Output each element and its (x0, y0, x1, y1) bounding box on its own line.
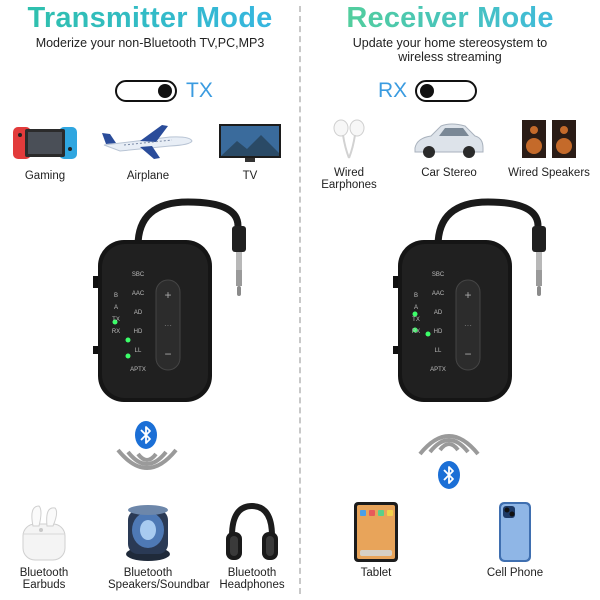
wired-speakers-icon (522, 120, 576, 158)
device-label: LL (434, 348, 442, 354)
svg-text:+: + (164, 288, 171, 302)
transmitter-title: Transmitter Mode (0, 2, 300, 35)
speaker-target: Bluetooth Speakers/Soundbar (108, 500, 210, 591)
svg-text:+: + (464, 288, 471, 302)
wired-speakers-target: Wired Speakers (506, 118, 592, 179)
device-label: B (413, 293, 418, 299)
wired-speakers-label: Wired Speakers (508, 167, 590, 179)
device-label: A (413, 305, 418, 311)
transmitter-device: + ··· − (93, 198, 246, 402)
receiver-title: Receiver Mode (300, 2, 600, 35)
tx-mode-toggle[interactable] (115, 80, 177, 102)
transmitter-subtitle: Moderize your non-Bluetooth TV,PC,MP3 (35, 36, 265, 50)
toggle-knob (420, 84, 434, 98)
receiver-panel: Receiver Mode Update your home stereosys… (300, 0, 600, 600)
svg-text:···: ··· (164, 321, 172, 330)
cell-phone-source: Cell Phone (475, 500, 555, 579)
toggle-knob (158, 84, 172, 98)
gaming-source: Gaming (4, 123, 86, 182)
device-label: AD (433, 310, 443, 316)
device-label: HD (133, 329, 143, 335)
device-label: RX (411, 329, 421, 335)
receiver-device: + ··· − (393, 198, 546, 402)
bluetooth-icon (438, 461, 460, 489)
headphones-label: Bluetooth Headphones (219, 567, 285, 591)
headphones-icon (226, 502, 278, 560)
tablet-icon (354, 502, 398, 562)
car-stereo-icon (414, 123, 484, 158)
rx-device-left-labels: B A TX RX (408, 290, 424, 370)
device-label: AD (133, 310, 143, 316)
tv-label: TV (242, 170, 258, 182)
headphones-target: Bluetooth Headphones (212, 500, 292, 591)
svg-text:···: ··· (464, 321, 472, 330)
receiver-subtitle: Update your home stereosystem to wireles… (352, 36, 548, 64)
earbuds-target: Bluetooth Earbuds (4, 500, 84, 591)
tablet-label: Tablet (360, 567, 392, 579)
earbuds-icon (22, 505, 66, 561)
speaker-icon (126, 505, 170, 561)
signal-waves-icon (418, 434, 480, 456)
device-label: SBC (131, 272, 145, 278)
transmitter-panel: Transmitter Mode Moderize your non-Bluet… (0, 2, 300, 591)
earbuds-label: Bluetooth Earbuds (19, 567, 69, 591)
tablet-source: Tablet (336, 500, 416, 579)
tv-source: TV (210, 123, 290, 182)
svg-text:−: − (164, 347, 171, 361)
rx-mode-toggle[interactable] (415, 80, 477, 102)
svg-text:−: − (464, 347, 471, 361)
device-label: APTX (430, 367, 446, 373)
bluetooth-icon (135, 421, 157, 449)
rx-device-mid-labels: SBC AAC AD HD LL APTX (430, 266, 446, 396)
device-label: AAC (431, 291, 445, 297)
car-stereo-label: Car Stereo (421, 167, 477, 179)
car-stereo-target: Car Stereo (406, 118, 492, 179)
speaker-label: Bluetooth Speakers/Soundbar (108, 567, 210, 591)
device-label: AAC (131, 291, 145, 297)
tv-icon (219, 124, 281, 162)
rx-mode-tag: RX (378, 79, 408, 102)
device-label: B (113, 293, 118, 299)
tx-device-mid-labels: SBC AAC AD HD LL APTX (130, 266, 146, 396)
signal-waves-icon (116, 448, 178, 470)
tx-device-left-labels: B A TX RX (108, 290, 124, 370)
wired-earphones-label: Wired Earphones (321, 167, 377, 191)
wired-earphones-target: Wired Earphones (306, 118, 392, 191)
airplane-icon (102, 125, 193, 159)
device-label: TX (412, 317, 420, 323)
device-label: APTX (130, 367, 146, 373)
cell-phone-icon (499, 502, 531, 562)
device-label: SBC (431, 272, 445, 278)
tx-mode-tag: TX (186, 79, 213, 102)
airplane-label: Airplane (126, 170, 170, 182)
device-label: TX (112, 317, 120, 323)
device-label: A (113, 305, 118, 311)
device-label: RX (111, 329, 121, 335)
cell-phone-label: Cell Phone (486, 567, 544, 579)
gaming-label: Gaming (24, 170, 66, 182)
device-label: LL (134, 348, 142, 354)
divider (299, 6, 301, 594)
wired-earphones-icon (333, 119, 365, 159)
device-label: HD (433, 329, 443, 335)
game-console-icon (13, 127, 77, 159)
airplane-source: Airplane (98, 123, 198, 182)
